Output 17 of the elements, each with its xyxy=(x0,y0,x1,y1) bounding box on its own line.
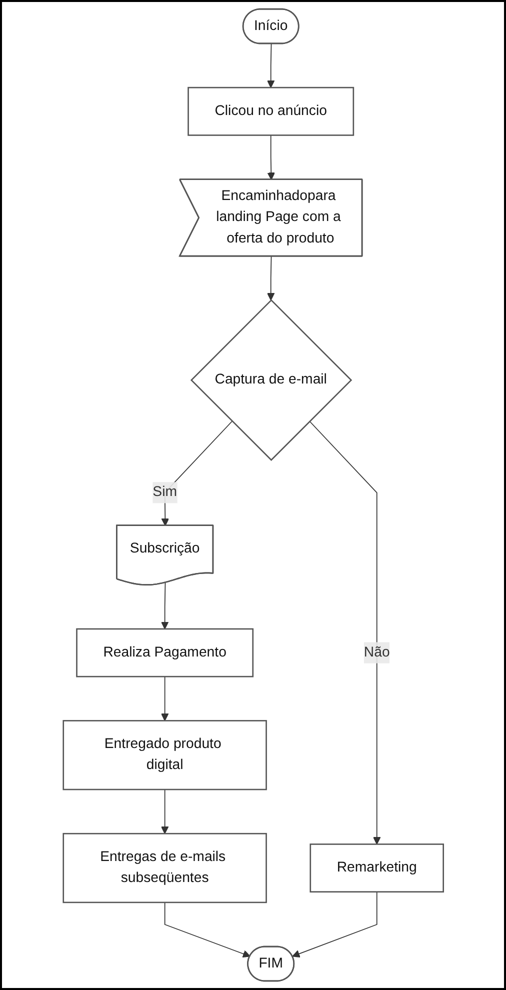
arrow xyxy=(266,43,274,88)
node-box: Realiza Pagamento xyxy=(76,628,254,678)
node-box: Clicou no anúncio xyxy=(187,86,354,136)
arrow xyxy=(164,902,250,958)
arrow xyxy=(292,891,377,958)
edge-label: Não xyxy=(364,644,390,660)
node-box: Entregado produto digital xyxy=(62,720,267,790)
edge-label: Sim xyxy=(152,484,177,500)
arrow xyxy=(266,134,275,180)
arrow xyxy=(308,420,380,845)
arrow xyxy=(160,582,168,630)
node-box: Remarketing xyxy=(309,844,444,892)
node-box: Entregas de e-mails subseqüentes xyxy=(62,832,267,904)
arrow xyxy=(160,676,168,722)
arrow xyxy=(266,256,274,301)
arrow xyxy=(160,789,168,834)
node-diamond: Captura de e-mail xyxy=(190,299,352,461)
